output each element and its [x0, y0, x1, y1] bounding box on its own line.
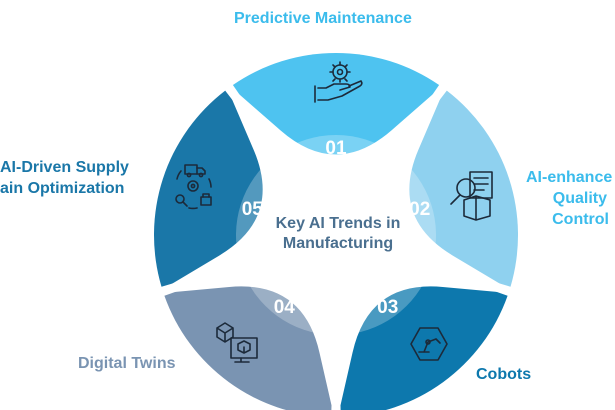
number-layer: 01 02 03 04 05 [242, 138, 431, 318]
icon-layer [175, 61, 493, 363]
label-digital-twins: Digital Twins [78, 355, 176, 372]
center-title-line-1: Key AI Trends in [276, 215, 401, 232]
digital-twin-icon [216, 322, 258, 363]
gear-hand-icon [314, 61, 363, 103]
label-quality-control: AI-enhance Quality Control [526, 167, 615, 230]
segment-number-05: 05 [242, 199, 264, 220]
segment-number-03: 03 [377, 297, 398, 318]
label-supply-chain: AI-Driven Supply ain Optimization [0, 157, 129, 199]
segment-01 [232, 52, 440, 235]
label-supply-line-1: AI-Driven Supply [0, 159, 129, 176]
label-quality-line-1: AI-enhance [526, 169, 613, 186]
center-star [155, 81, 517, 410]
robot-arm-icon [410, 327, 448, 361]
segment-number-02: 02 [409, 199, 430, 220]
label-quality-line-3: Control [552, 211, 609, 228]
segment-number-01: 01 [325, 138, 347, 159]
quality-inspection-icon [450, 171, 493, 221]
center-title-line-2: Manufacturing [283, 235, 393, 252]
label-predictive-maintenance: Predictive Maintenance [234, 10, 412, 27]
supply-chain-icon [175, 164, 212, 210]
segment-number-04: 04 [274, 297, 296, 318]
label-supply-line-2: ain Optimization [0, 180, 125, 197]
label-cobots: Cobots [476, 366, 532, 383]
label-quality-line-2: Quality [552, 190, 607, 207]
